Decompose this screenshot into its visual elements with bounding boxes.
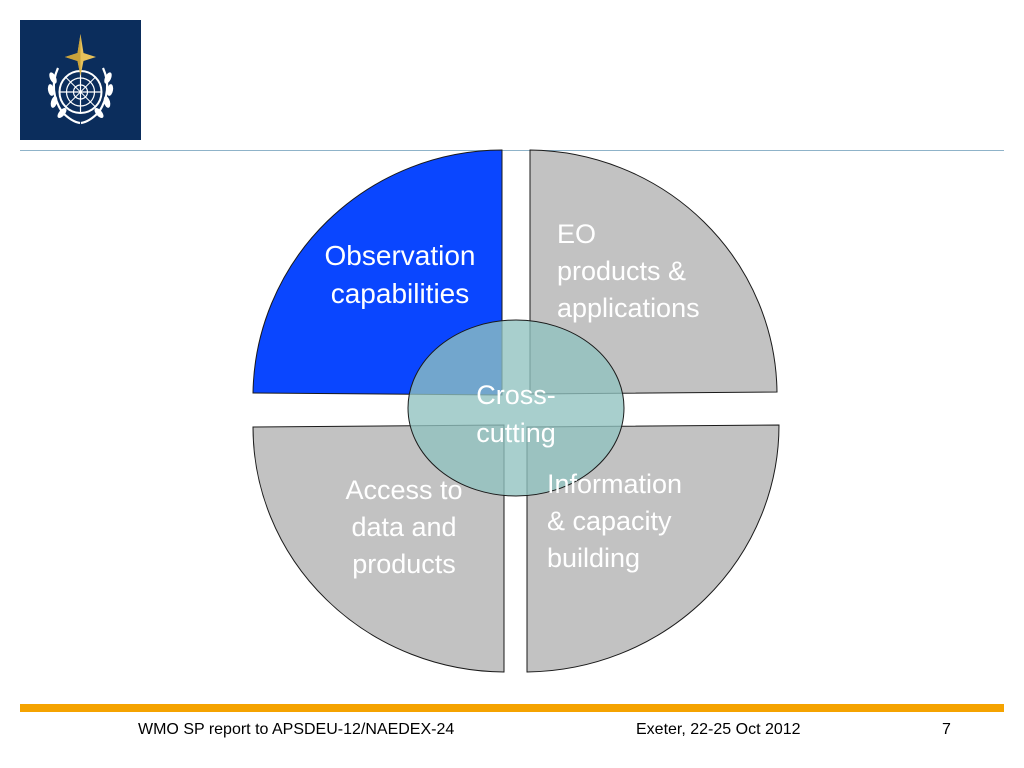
footer-location-date: Exeter, 22-25 Oct 2012 [636, 721, 801, 738]
header-divider [20, 150, 1004, 151]
quadrant-observation [252, 149, 503, 396]
quadrant-access [252, 424, 505, 673]
label-observation: Observation capabilities [324, 240, 476, 309]
footer-report-title: WMO SP report to APSDEU-12/NAEDEX-24 [138, 721, 455, 738]
footer-bar [20, 704, 1004, 712]
label-cross-cutting: Cross- cutting [476, 380, 556, 448]
cross-cutting-ellipse [407, 319, 625, 497]
page-number: 7 [942, 721, 951, 738]
label-eo: EO products & applications [557, 219, 700, 323]
wmo-logo [20, 20, 141, 140]
label-access: Access to data and products [345, 475, 463, 579]
quadrant-information [526, 424, 780, 673]
wmo-emblem-icon [47, 34, 114, 125]
quadrant-eo [529, 149, 778, 395]
label-information: Information & capacity building [547, 469, 683, 573]
